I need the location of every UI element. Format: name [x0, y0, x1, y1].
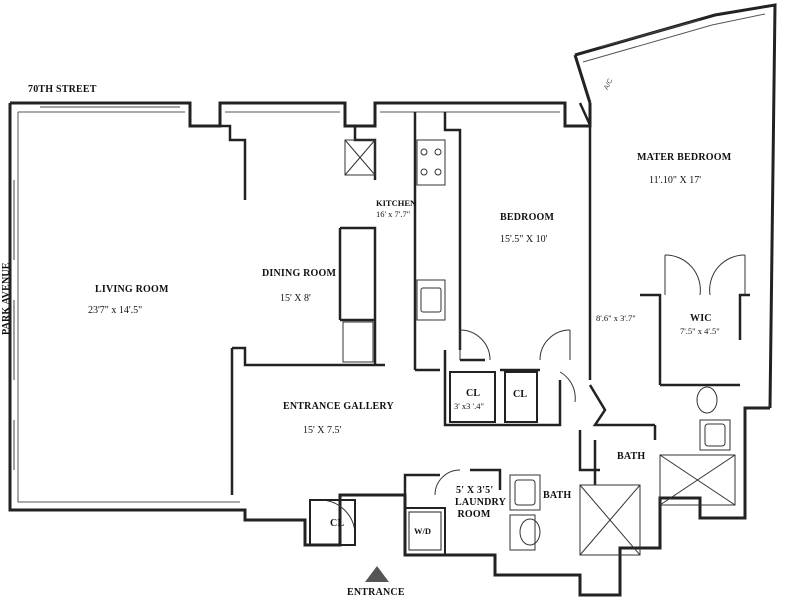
bedroom-dims: 15'.5" X 10' — [500, 234, 548, 245]
entrance-gallery-dims: 15' X 7.5' — [303, 425, 342, 436]
master-bedroom-name: MATER BEDROOM — [637, 152, 732, 163]
wic-dims: 7'.5" x 4'.5" — [680, 326, 720, 336]
washer-dryer-label: W/D — [414, 526, 431, 536]
closet-cl2-name: CL — [513, 389, 528, 400]
hall-dims: 8'.6" x 3'.7" — [596, 313, 636, 323]
doors — [319, 254, 746, 536]
bedroom-name: BEDROOM — [500, 212, 555, 223]
living-room-dims: 23'7" x 14'.5" — [88, 305, 143, 316]
bath2-name: BATH — [617, 451, 646, 462]
entrance-label: ENTRANCE — [347, 587, 405, 598]
entrance-gallery-name: ENTRANCE GALLERY — [283, 401, 394, 412]
bath1-name: BATH — [543, 490, 572, 501]
closet-cl3 — [309, 499, 356, 546]
living-room-name: LIVING ROOM — [95, 284, 169, 295]
dining-room-dims: 15' X 8' — [280, 293, 311, 304]
kitchen-dims: 16' x 7'.7" — [376, 209, 411, 219]
bath1-fixtures — [509, 474, 641, 556]
entrance-arrow-icon — [365, 566, 389, 582]
bath2-fixtures — [659, 386, 736, 506]
closet-cl2 — [504, 371, 538, 423]
interior-walls — [190, 102, 750, 495]
closet-cl3-name: CL — [330, 518, 345, 529]
laundry-dims: 5' X 3'5' — [456, 485, 494, 496]
laundry-name: LAUNDRY ROOM — [455, 497, 507, 520]
dining-room-name: DINING ROOM — [262, 268, 337, 279]
windows — [13, 19, 701, 470]
closet-cl1 — [449, 371, 496, 423]
wic-name: WIC — [690, 313, 712, 324]
master-bedroom-dims: 11'.10" X 17' — [649, 175, 702, 186]
closet-cl1-name: CL — [466, 388, 481, 399]
kitchen-name: KITCHEN — [376, 198, 417, 208]
outer-walls-inner-line — [17, 13, 766, 503]
closet-cl1-dims: 3' x3 '.4" — [454, 401, 484, 411]
street-label-north: 70TH STREET — [28, 84, 97, 95]
laundry-room — [404, 507, 446, 556]
street-label-west: PARK AVENUE — [1, 262, 12, 335]
kitchen-counters — [342, 139, 446, 363]
